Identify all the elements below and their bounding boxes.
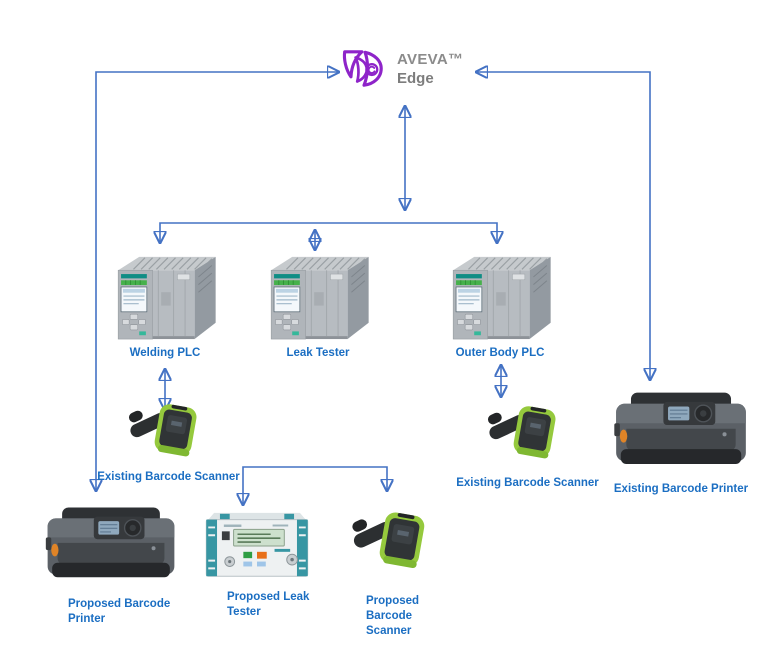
- plc-icon: [112, 254, 218, 340]
- existing-barcode-scanner-left-label: Existing Barcode Scanner: [97, 471, 240, 483]
- welding-plc-label: Welding PLC: [129, 347, 201, 359]
- connector-plc-bus: [160, 222, 497, 242]
- proposed-barcode-printer-node: Proposed Barcode Printer: [36, 503, 186, 627]
- barcode-printer-icon: [607, 388, 755, 476]
- proposed-leak-tester-node: Proposed Leak Tester: [192, 506, 322, 620]
- existing-barcode-scanner-left-node: Existing Barcode Scanner: [96, 400, 241, 485]
- aveva-product-text: Edge: [397, 70, 434, 87]
- existing-barcode-scanner-right-node: Existing Barcode Scanner: [455, 402, 600, 491]
- connector-edge-to-proposed-printer: [96, 72, 338, 490]
- plc-icon: [265, 254, 371, 340]
- proposed-barcode-scanner-label: Proposed Barcode Scanner: [366, 595, 420, 637]
- existing-barcode-scanner-right-label: Existing Barcode Scanner: [456, 477, 599, 489]
- proposed-barcode-scanner-node: Proposed Barcode Scanner: [330, 500, 460, 639]
- leak-tester-icon: [197, 506, 317, 584]
- barcode-printer-icon: [42, 503, 180, 589]
- proposed-leak-tester-label: Proposed Leak Tester: [227, 591, 310, 618]
- leak-tester-plc-label: Leak Tester: [286, 347, 350, 359]
- barcode-scanner-icon: [480, 402, 576, 464]
- existing-barcode-printer-node: Existing Barcode Printer: [606, 388, 756, 497]
- leak-tester-plc-node: Leak Tester: [265, 254, 371, 361]
- aveva-brand-text: AVEVA™: [397, 51, 464, 68]
- plc-icon: [447, 254, 553, 340]
- aveva-logo-icon: [342, 50, 383, 87]
- connector-proposed-leak-tester-to-proposed-scanner: [243, 466, 387, 504]
- outer-body-plc-label: Outer Body PLC: [455, 347, 545, 359]
- barcode-scanner-icon: [344, 508, 446, 574]
- welding-plc-node: Welding PLC: [112, 254, 218, 361]
- barcode-scanner-icon: [121, 400, 217, 462]
- existing-barcode-printer-label: Existing Barcode Printer: [613, 483, 749, 495]
- proposed-barcode-printer-label: Proposed Barcode Printer: [68, 598, 171, 625]
- connector-edge-to-existing-printer: [477, 72, 650, 379]
- aveva-edge-node: AVEVA™ Edge: [340, 47, 463, 91]
- outer-body-plc-node: Outer Body PLC: [447, 254, 553, 361]
